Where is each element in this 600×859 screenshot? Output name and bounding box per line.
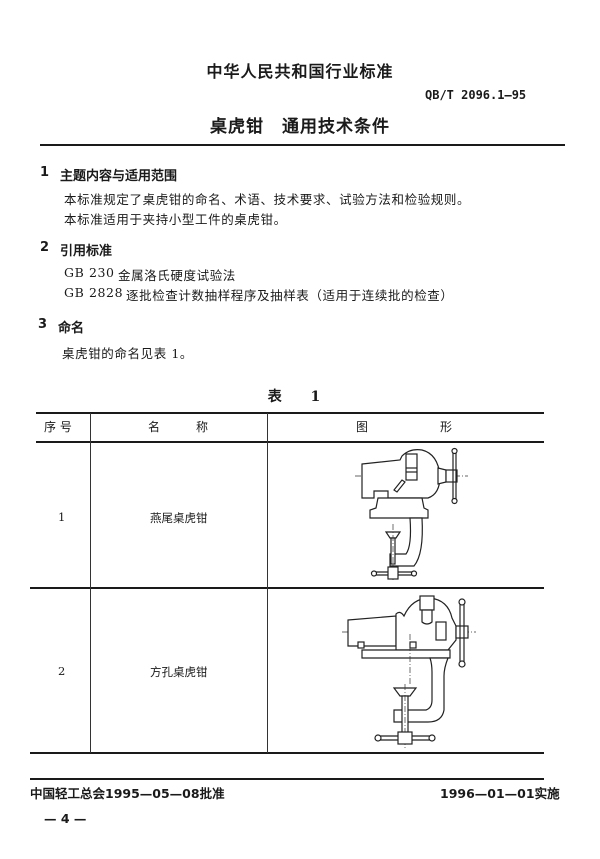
document-title: 桌虎钳 通用技术条件 [210, 117, 390, 137]
standard-code: QB/T 2096.1—95 [425, 88, 527, 102]
section-2-title: 引用标准 [60, 244, 113, 259]
section-1-paragraph-1: 本标准规定了桌虎钳的命名、术语、技术要求、试验方法和检验规则。 [64, 192, 471, 207]
implementation-date: 1996—01—01实施 [440, 786, 560, 801]
table-header-border [36, 441, 544, 443]
row-name: 方孔桌虎钳 [150, 665, 208, 679]
table-bottom-border [30, 752, 544, 754]
table-column-divider-2 [267, 413, 268, 753]
section-1-title: 主题内容与适用范围 [60, 169, 178, 184]
table-top-border [36, 412, 544, 414]
footer-divider [30, 778, 544, 780]
reference-1-code: GB 230 [64, 265, 115, 280]
column-header-name: 名 称 [148, 420, 209, 434]
header-divider [40, 144, 565, 146]
section-3-title: 命名 [58, 321, 85, 336]
dovetail-table-vise-drawing [355, 447, 468, 580]
table-caption: 表 1 [267, 389, 333, 405]
row-name: 燕尾桌虎钳 [150, 511, 208, 525]
standard-organization-header: 中华人民共和国行业标准 [206, 62, 394, 81]
reference-1-name: 金属洛氏硬度试验法 [118, 268, 236, 283]
section-2-number: 2 [40, 240, 50, 255]
square-hole-table-vise-drawing [342, 595, 476, 748]
column-header-figure: 图 形 [356, 420, 453, 434]
section-1-paragraph-2: 本标准适用于夹持小型工件的桌虎钳。 [64, 212, 287, 227]
section-1-number: 1 [40, 165, 50, 180]
approval-date: 中国轻工总会1995—05—08批准 [30, 786, 225, 801]
reference-2-code: GB 2828 [64, 285, 124, 300]
section-3-paragraph-1: 桌虎钳的命名见表 1。 [62, 346, 194, 361]
table-column-divider-1 [90, 413, 91, 753]
section-3-number: 3 [38, 317, 48, 332]
column-header-index: 序 号 [44, 420, 72, 434]
row-index: 2 [58, 664, 66, 678]
table-row-divider [30, 587, 544, 589]
page-number: — 4 — [44, 811, 87, 826]
row-index: 1 [58, 510, 66, 524]
reference-2-name: 逐批检查计数抽样程序及抽样表（适用于连续批的检查） [126, 288, 454, 303]
